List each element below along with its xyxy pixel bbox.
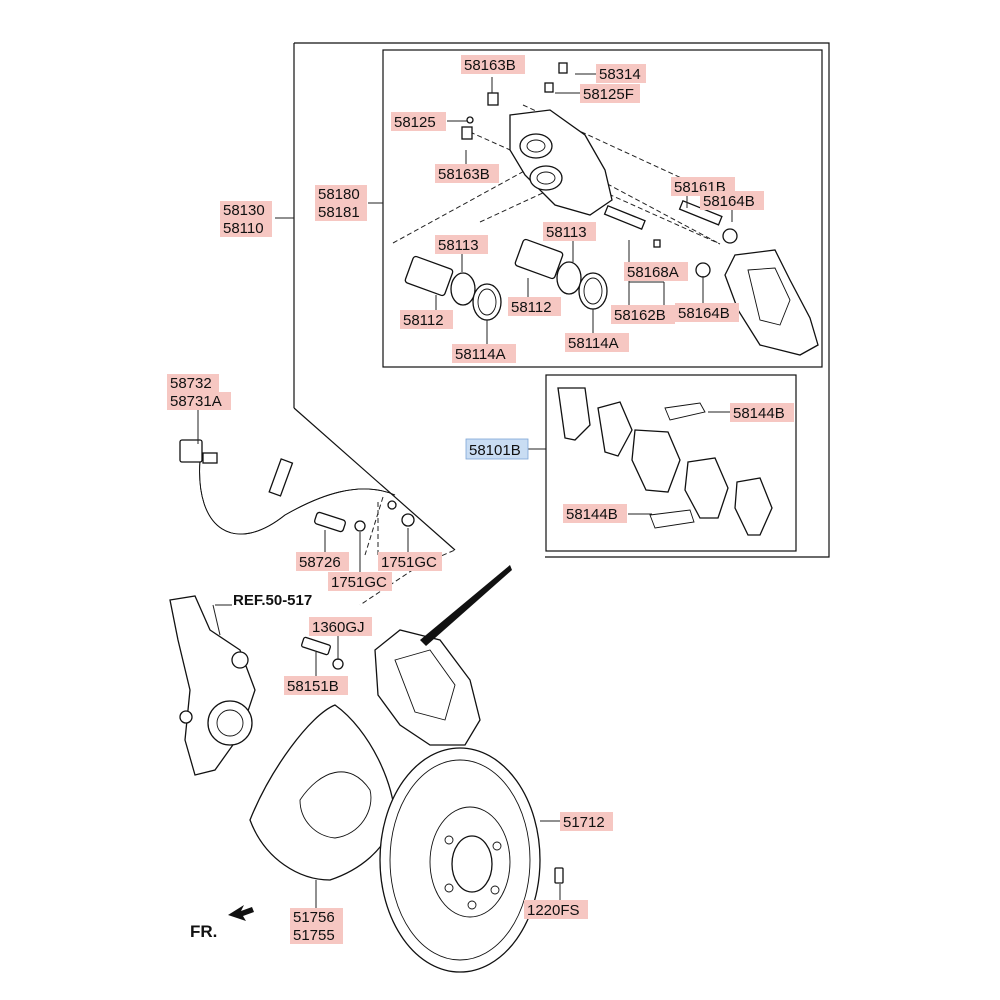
brake-disc [379, 747, 564, 973]
front-label: FR. [190, 922, 217, 941]
part-label-58180: 58180 [315, 185, 367, 203]
svg-text:58180: 58180 [318, 186, 360, 203]
outer-frame [293, 42, 830, 558]
svg-text:58726: 58726 [299, 554, 341, 571]
part-label-58144B-top: 58144B [730, 403, 794, 422]
svg-text:58181: 58181 [318, 204, 360, 221]
part-label-58125F: 58125F [580, 84, 640, 103]
part-label-58162B: 58162B [611, 305, 675, 324]
svg-text:51756: 51756 [293, 909, 335, 926]
part-label-58144B-bot: 58144B [563, 504, 627, 523]
svg-text:58151B: 58151B [287, 678, 339, 695]
caliper-detail-parts [392, 62, 819, 356]
steering-knuckle [169, 595, 256, 776]
svg-text:58110: 58110 [223, 220, 264, 237]
caliper-detail-box [382, 49, 823, 368]
part-label-58726: 58726 [296, 552, 349, 571]
svg-text:58114A: 58114A [455, 346, 506, 363]
part-labels: 58163B 58314 58125F 58125 58163B 58180 5… [167, 55, 794, 944]
svg-text:51712: 51712 [563, 814, 605, 831]
part-label-58163B-top: 58163B [461, 55, 525, 74]
svg-text:58112: 58112 [511, 299, 552, 316]
part-label-1751GC-b: 1751GC [328, 572, 392, 591]
pad-kit-parts [557, 387, 773, 536]
part-label-58731A: 58731A [167, 392, 231, 410]
part-label-1751GC-a: 1751GC [378, 552, 442, 571]
front-arrow-icon [228, 905, 254, 921]
part-label-58314: 58314 [596, 64, 646, 83]
part-label-58163B-mid: 58163B [435, 164, 499, 183]
svg-text:58163B: 58163B [438, 166, 490, 183]
caliper-assembly [301, 565, 512, 746]
part-label-58168A: 58168A [624, 262, 688, 281]
leader-lines [197, 73, 733, 908]
part-label-58114A-a: 58114A [452, 344, 516, 363]
svg-text:58114A: 58114A [568, 335, 619, 352]
svg-text:58168A: 58168A [627, 264, 679, 281]
part-label-58101B: 58101B [465, 438, 529, 460]
svg-text:58732: 58732 [170, 375, 212, 392]
svg-text:58164B: 58164B [678, 305, 730, 322]
svg-text:58112: 58112 [403, 312, 444, 329]
part-label-58164B-bot: 58164B [675, 303, 739, 322]
svg-text:REF.50-517: REF.50-517 [233, 592, 312, 609]
svg-text:58144B: 58144B [566, 506, 618, 523]
part-label-58113-a: 58113 [435, 235, 488, 254]
part-label-58112-a: 58112 [400, 310, 453, 329]
svg-text:1751GC: 1751GC [381, 554, 437, 571]
svg-text:58163B: 58163B [464, 57, 516, 74]
front-direction-indicator: FR. [190, 905, 254, 941]
svg-text:58162B: 58162B [614, 307, 666, 324]
ref-label: REF.50-517 [233, 592, 312, 609]
part-label-58110: 58110 [220, 219, 272, 237]
svg-text:58144B: 58144B [733, 405, 785, 422]
part-label-51756: 51756 [290, 908, 343, 926]
svg-text:58113: 58113 [546, 224, 587, 241]
svg-text:58164B: 58164B [703, 193, 755, 210]
part-label-58732: 58732 [167, 374, 219, 392]
svg-text:58314: 58314 [599, 66, 641, 83]
part-label-1220FS: 1220FS [524, 900, 588, 919]
part-label-58113-b: 58113 [543, 222, 596, 241]
part-label-58151B: 58151B [284, 676, 348, 695]
part-label-1360GJ: 1360GJ [309, 617, 372, 636]
svg-text:58101B: 58101B [469, 442, 521, 459]
part-label-58164B-top: 58164B [700, 191, 764, 210]
svg-text:1360GJ: 1360GJ [312, 619, 365, 636]
part-label-58125: 58125 [391, 112, 446, 131]
svg-text:1220FS: 1220FS [527, 902, 580, 919]
pad-kit-box [545, 374, 797, 552]
svg-text:58125F: 58125F [583, 86, 634, 103]
brake-hose-assembly [179, 439, 456, 606]
part-label-58130: 58130 [220, 201, 272, 219]
svg-text:1751GC: 1751GC [331, 574, 387, 591]
svg-text:51755: 51755 [293, 927, 335, 944]
svg-text:58130: 58130 [223, 202, 265, 219]
part-label-51755: 51755 [290, 926, 343, 944]
part-label-58114A-b: 58114A [565, 333, 629, 352]
part-label-58181: 58181 [315, 203, 367, 221]
part-label-51712: 51712 [560, 812, 613, 831]
svg-text:58125: 58125 [394, 114, 436, 131]
part-label-58112-b: 58112 [508, 297, 561, 316]
svg-text:58113: 58113 [438, 237, 479, 254]
dust-shield [249, 704, 396, 881]
svg-text:58731A: 58731A [170, 393, 222, 410]
